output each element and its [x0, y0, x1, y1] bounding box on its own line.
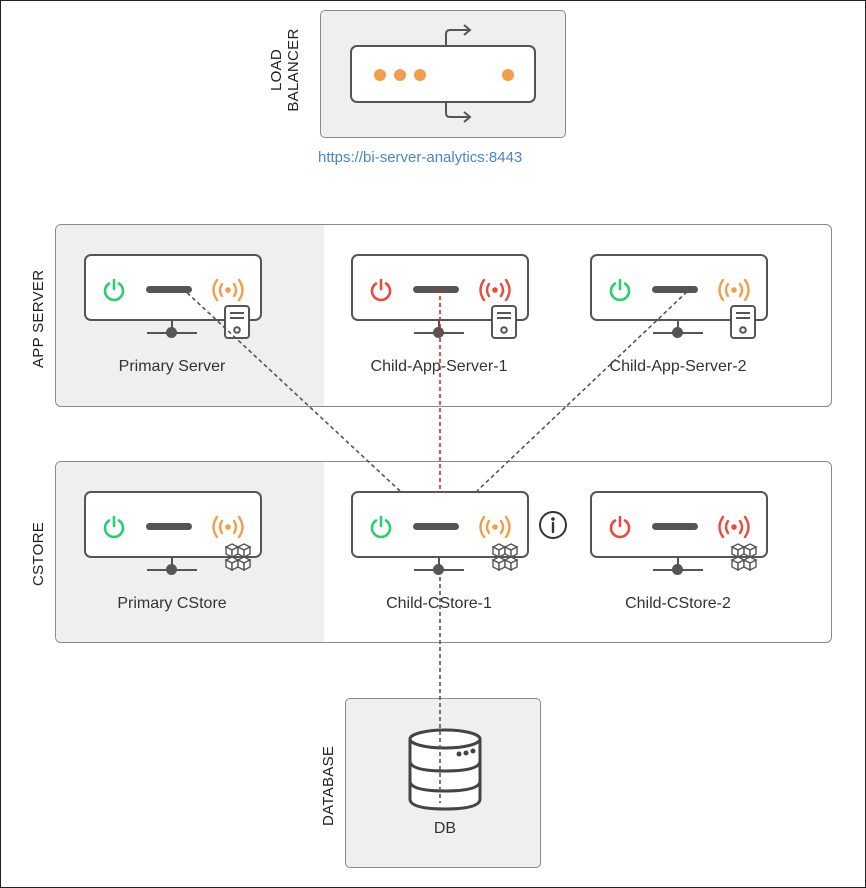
node-label: Child-CStore-1	[386, 595, 492, 612]
load-balancer-device[interactable]	[350, 45, 536, 103]
connector-knob	[672, 327, 683, 338]
power-icon	[103, 515, 125, 539]
cubes-icon	[491, 543, 519, 572]
node-child-app-server-2[interactable]: Child-App-Server-2	[562, 254, 768, 384]
status-bar	[413, 523, 459, 530]
connector-knob	[672, 564, 683, 575]
node-label: Child-CStore-2	[625, 595, 731, 612]
status-bar	[652, 286, 698, 293]
connector-stem	[171, 558, 173, 568]
status-bar	[146, 523, 192, 530]
lb-arrow-top-icon	[445, 24, 472, 46]
database-label: DB	[433, 820, 457, 837]
lb-led-4	[502, 69, 514, 81]
node-child-app-server-1[interactable]: Child-App-Server-1	[323, 254, 529, 384]
status-bar	[146, 286, 192, 293]
node-primary-cstore[interactable]: Primary CStore	[56, 491, 262, 621]
load-balancer-label-line2: BALANCER	[285, 28, 302, 112]
database-section-label: DATABASE	[320, 745, 337, 826]
server-tower-icon	[491, 305, 517, 339]
connector-knob	[166, 564, 177, 575]
server-tower-icon	[224, 305, 250, 339]
connector-knob	[433, 564, 444, 575]
node-label: Primary Server	[118, 358, 226, 375]
power-icon	[609, 278, 631, 302]
database-icon[interactable]	[407, 727, 483, 811]
signal-icon	[479, 515, 511, 539]
power-icon	[370, 278, 392, 302]
lb-led-3	[414, 69, 426, 81]
info-icon[interactable]	[538, 510, 568, 540]
signal-icon	[718, 515, 750, 539]
lb-led-1	[374, 69, 386, 81]
cstore-box	[590, 491, 768, 558]
signal-icon	[212, 278, 244, 302]
load-balancer-label-line1: LOAD	[268, 48, 285, 92]
connector-stem	[677, 558, 679, 568]
cstore-box	[84, 491, 262, 558]
cstore-section-label: CSTORE	[30, 521, 47, 586]
node-child-cstore-1[interactable]: Child-CStore-1	[323, 491, 529, 621]
cubes-icon	[224, 543, 252, 572]
status-bar	[413, 286, 459, 293]
node-label: Child-App-Server-1	[370, 358, 508, 375]
power-icon	[370, 515, 392, 539]
node-label: Primary CStore	[117, 595, 227, 612]
power-icon	[609, 515, 631, 539]
status-bar	[652, 523, 698, 530]
load-balancer-url[interactable]: https://bi-server-analytics:8443	[318, 149, 523, 166]
node-label: Child-App-Server-2	[609, 358, 747, 375]
lb-arrow-bottom-icon	[445, 103, 472, 123]
load-balancer-label: LOAD BALANCER	[268, 20, 302, 120]
signal-icon	[718, 278, 750, 302]
connector-stem	[438, 558, 440, 568]
connector-stem	[438, 321, 440, 331]
signal-icon	[212, 515, 244, 539]
app-server-section-label: APP SERVER	[30, 269, 47, 368]
lb-led-2	[394, 69, 406, 81]
connector-knob	[166, 327, 177, 338]
signal-icon	[479, 278, 511, 302]
server-tower-icon	[730, 305, 756, 339]
power-icon	[103, 278, 125, 302]
connector-stem	[171, 321, 173, 331]
cubes-icon	[730, 543, 758, 572]
connector-knob	[433, 327, 444, 338]
node-primary-server[interactable]: Primary Server	[56, 254, 262, 384]
node-child-cstore-2[interactable]: Child-CStore-2	[562, 491, 768, 621]
